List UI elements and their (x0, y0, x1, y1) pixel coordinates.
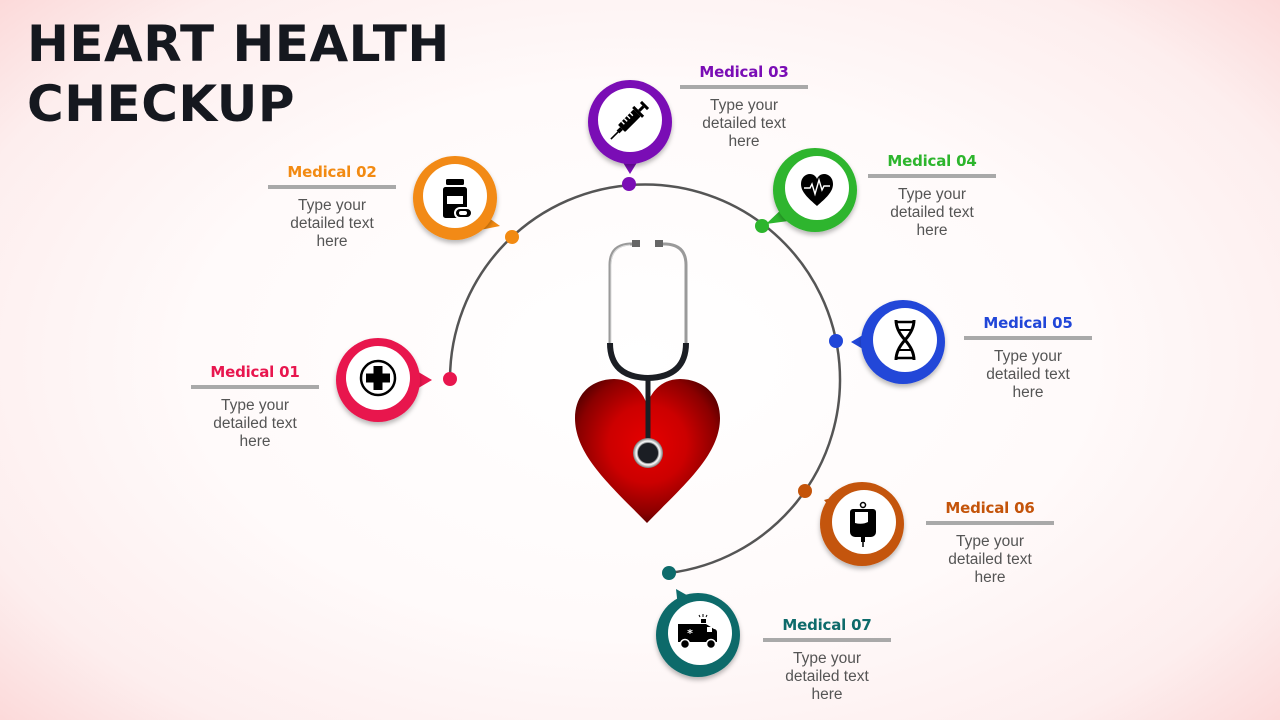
medical-06-dot (798, 484, 812, 498)
medical-01-label: Medical 01 Type your detailed text here (191, 363, 319, 451)
medical-05-label: Medical 05 Type your detailed text here (964, 314, 1092, 402)
medical-07-dot (662, 566, 676, 580)
medical-03-dot (622, 177, 636, 191)
stethoscope-tubing-black (607, 342, 689, 382)
connector-arc (448, 183, 842, 575)
medical-07-heading: Medical 07 (763, 616, 891, 642)
medical-03-text[interactable]: Type your detailed text here (702, 97, 786, 150)
medical-07-node[interactable]: * (656, 566, 740, 677)
medical-04-dot (755, 219, 769, 233)
heart-stethoscope-illustration (575, 240, 720, 523)
medical-04-label: Medical 04 Type your detailed text here (868, 152, 996, 240)
medical-01-text[interactable]: Type your detailed text here (213, 397, 297, 450)
iv-bag-icon (850, 501, 876, 547)
medical-06-text[interactable]: Type your detailed text here (948, 533, 1032, 586)
stethoscope-tubing-grey (608, 242, 688, 343)
medical-07-label: Medical 07 Type your detailed text here (763, 616, 891, 704)
title-line-1: HEART HEALTH (27, 15, 450, 73)
medical-05-text[interactable]: Type your detailed text here (986, 348, 1070, 401)
medical-03-heading: Medical 03 (680, 63, 808, 89)
svg-text:*: * (687, 627, 693, 640)
medical-04-text[interactable]: Type your detailed text here (890, 186, 974, 239)
medical-02-dot (505, 230, 519, 244)
medical-02-heading: Medical 02 (268, 163, 396, 189)
medical-02-label: Medical 02 Type your detailed text here (268, 163, 396, 251)
medical-05-dot (829, 334, 843, 348)
medical-04-heading: Medical 04 (868, 152, 996, 178)
medical-cross-icon (359, 359, 397, 397)
medical-04-node[interactable] (755, 148, 857, 233)
dna-icon (894, 319, 916, 361)
medical-01-dot (443, 372, 457, 386)
earpiece-left (632, 240, 640, 247)
ambulance-icon: * (678, 614, 717, 650)
medical-02-text[interactable]: Type your detailed text here (290, 197, 374, 250)
medical-02-node[interactable] (413, 156, 519, 244)
syringe-icon (610, 100, 650, 140)
medical-03-label: Medical 03 Type your detailed text here (680, 63, 808, 151)
medical-06-label: Medical 06 Type your detailed text here (926, 499, 1054, 587)
title-line-2: CHECKUP (27, 75, 296, 133)
medical-07-text[interactable]: Type your detailed text here (785, 650, 869, 703)
earpiece-right (655, 240, 663, 247)
medical-05-node[interactable] (829, 300, 945, 384)
pill-bottle-icon (443, 179, 473, 219)
medical-01-node[interactable] (336, 338, 457, 422)
medical-06-heading: Medical 06 (926, 499, 1054, 525)
medical-01-heading: Medical 01 (191, 363, 319, 389)
page-title: HEART HEALTH CHECKUP (27, 14, 450, 134)
medical-03-node[interactable] (588, 80, 672, 191)
medical-05-heading: Medical 05 (964, 314, 1092, 340)
medical-06-node[interactable] (798, 482, 904, 566)
heartbeat-icon (801, 174, 833, 206)
